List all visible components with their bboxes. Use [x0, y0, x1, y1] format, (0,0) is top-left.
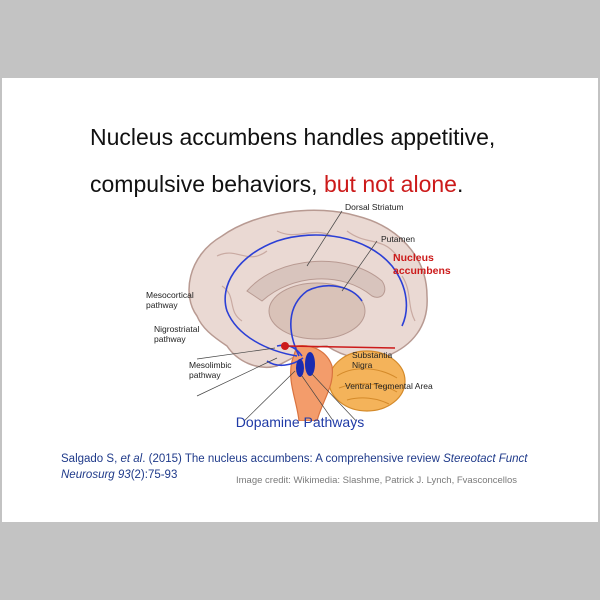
dopamine-pathways-diagram: Dorsal Striatum Putamen Nucleus accumben… — [146, 202, 451, 421]
label-mesocortical-2: pathway — [146, 300, 178, 310]
label-nucleus-accumbens-2: accumbens — [393, 265, 451, 277]
vta-shape — [296, 359, 304, 377]
citation-journal: Stereotact Funct Neurosurg 93 — [61, 453, 528, 481]
slide: Nucleus accumbens handles appetitive, co… — [2, 78, 598, 522]
label-dorsal-striatum: Dorsal Striatum — [345, 202, 404, 212]
title-text-1: Nucleus accumbens handles appetitive, — [90, 124, 496, 150]
mesocortical-pathway-line — [224, 234, 408, 357]
label-putamen: Putamen — [381, 234, 415, 244]
title-text-2: compulsive behaviors, — [90, 171, 324, 197]
label-substantia-1: Substantia — [352, 350, 392, 360]
substantia-nigra-shape — [305, 352, 315, 376]
title-accent-text: but not alone — [323, 171, 457, 197]
thalamus-region — [268, 282, 366, 340]
label-substantia-2: Nigra — [352, 360, 373, 370]
citation[interactable]: Salgado S, et al. (2015) The nucleus acc… — [61, 451, 561, 483]
slide-title-line-1: Nucleus accumbens handles appetitive, — [90, 124, 495, 151]
label-nigrostriatal-1: Nigrostriatal — [154, 324, 199, 334]
label-mesolimbic-2: pathway — [189, 370, 221, 380]
label-nucleus-accumbens-1: Nucleus — [393, 252, 434, 264]
label-mesolimbic-1: Mesolimbic — [189, 360, 232, 370]
slide-title-line-2: compulsive behaviors, but not alone. — [90, 171, 463, 198]
citation-title: . (2015) The nucleus accumbens: A compre… — [142, 453, 444, 465]
label-vta: Ventral Tegmental Area — [345, 381, 433, 391]
image-credit: Image credit: Wikimedia: Slashme, Patric… — [236, 475, 518, 486]
gyri-lines — [216, 230, 416, 322]
corpus-callosum — [246, 260, 386, 302]
label-nigrostriatal-2: pathway — [154, 334, 186, 344]
nigrostriatal-pathway-line — [290, 285, 363, 357]
cerebellum-folds — [336, 368, 398, 405]
citation-authors: Salgado S, — [61, 453, 121, 465]
citation-pages: (2):75-93 — [130, 469, 178, 481]
title-period: . — [456, 171, 464, 197]
figure-caption: Dopamine Pathways — [235, 414, 365, 430]
nucleus-accumbens-marker — [281, 342, 289, 350]
label-mesocortical-1: Mesocortical — [146, 290, 194, 300]
citation-etal: et al — [120, 453, 143, 465]
